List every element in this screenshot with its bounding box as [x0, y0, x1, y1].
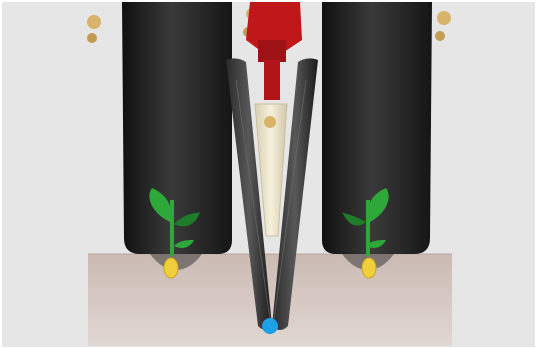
seed-dot [262, 318, 278, 334]
left-gauge-wheel [122, 2, 232, 270]
right-gauge-wheel [322, 2, 432, 270]
